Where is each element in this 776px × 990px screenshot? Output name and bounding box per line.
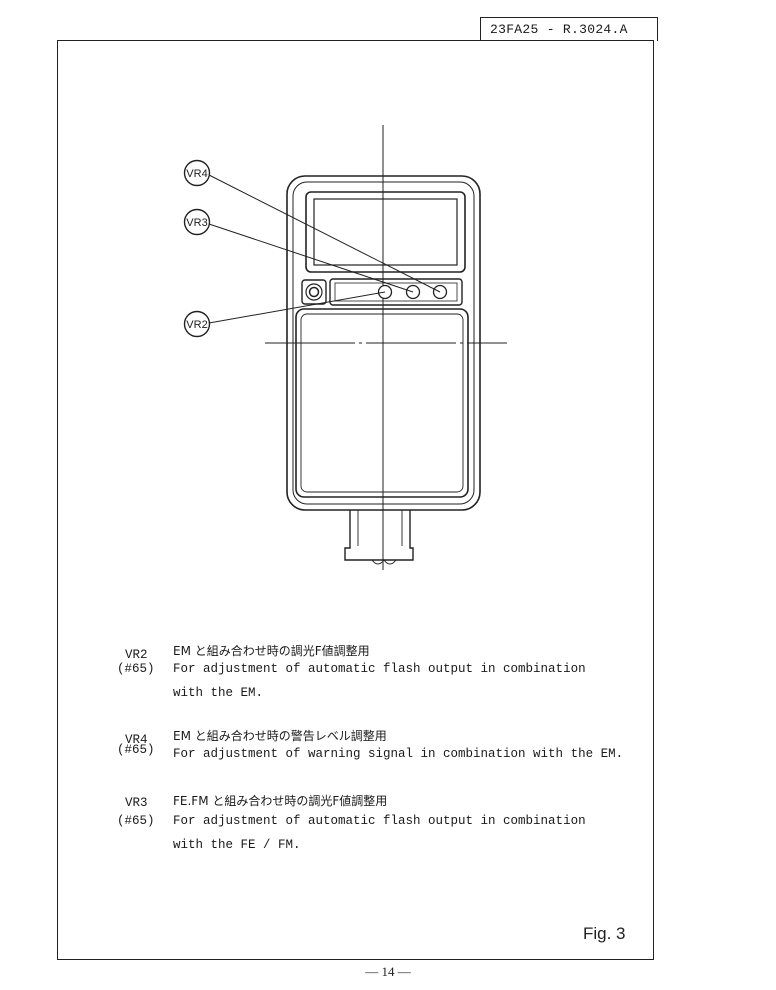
entry-ref: (#65) xyxy=(117,662,155,676)
entry-english-line2: with the EM. xyxy=(173,686,264,700)
control-strip-inner xyxy=(334,282,458,302)
button-outer xyxy=(305,283,323,301)
page-number: — 14 — xyxy=(365,964,411,979)
entry-japanese: FE.FM と組み合わせ時の調光F値調整用 xyxy=(173,794,388,808)
vr2-callout xyxy=(183,310,211,338)
mounting-foot-detail xyxy=(357,510,403,546)
display-window-inner xyxy=(313,198,458,266)
vr2-leader xyxy=(208,291,386,324)
entry-ref: (#65) xyxy=(117,743,155,757)
control-strip xyxy=(329,278,463,306)
figure-caption: Fig. 3 xyxy=(583,924,626,943)
vr3-callout-label: VR3 xyxy=(186,217,207,229)
entry-english-line1: For adjustment of warning signal in comb… xyxy=(173,747,624,761)
lower-panel-outer xyxy=(295,308,469,498)
entry-ref: (#65) xyxy=(117,814,155,828)
entry-japanese: EM と組み合わせ時の調光F値調整用 xyxy=(173,644,370,658)
entry-japanese: EM と組み合わせ時の警告レベル調整用 xyxy=(173,729,387,743)
entry-english-line1: For adjustment of automatic flash output… xyxy=(173,662,586,676)
entry-english-line1: For adjustment of automatic flash output… xyxy=(173,814,586,828)
vr2-callout-label: VR2 xyxy=(186,319,207,331)
entry-english-line2: with the FE / FM. xyxy=(173,838,301,852)
unit-body-inner xyxy=(292,181,475,505)
entry-code: VR3 xyxy=(125,796,148,810)
document-code: 23FA25 - R.3024.A xyxy=(480,17,658,41)
vr3-leader xyxy=(208,223,414,293)
unit-body-outer xyxy=(286,175,481,511)
flash-unit-diagram: VR4 VR3 VR2 xyxy=(183,125,507,570)
entry-code: VR4 xyxy=(125,733,148,747)
display-window-outer xyxy=(305,191,466,273)
mounting-foot xyxy=(344,510,414,561)
page-frame xyxy=(57,40,654,960)
lower-panel-inner xyxy=(300,313,464,493)
vr4-callout-label: VR4 xyxy=(186,168,207,180)
button-inner xyxy=(308,286,320,298)
vr4-leader xyxy=(208,174,441,293)
entry-code: VR2 xyxy=(125,648,148,662)
vr4-callout xyxy=(183,159,211,187)
vr3-callout xyxy=(183,208,211,236)
mounting-foot-pin xyxy=(371,559,397,565)
